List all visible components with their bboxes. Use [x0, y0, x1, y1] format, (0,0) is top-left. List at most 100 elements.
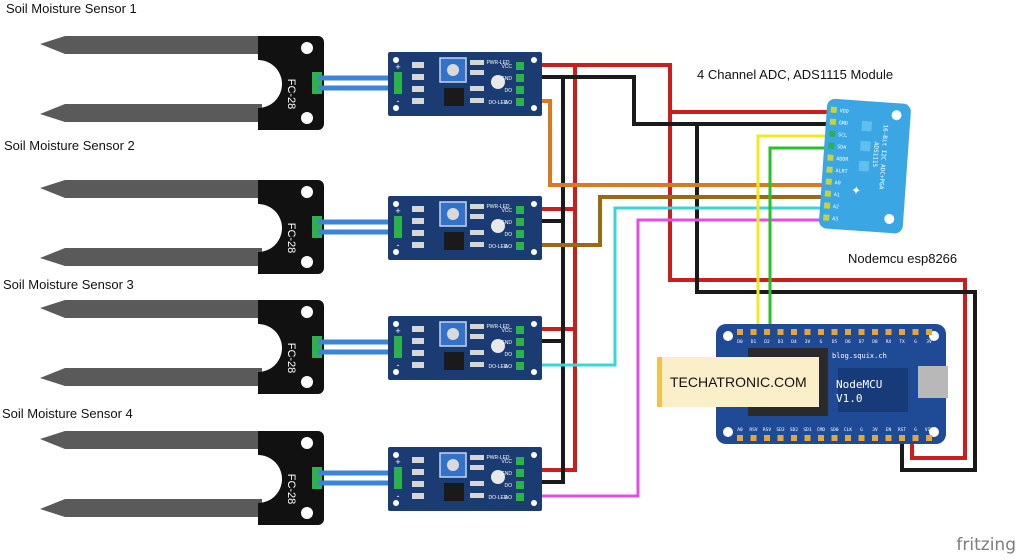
- probe-hole: [301, 437, 313, 449]
- watermark: TECHATRONIC.COM: [657, 357, 819, 407]
- module-pin-label: AO: [505, 495, 512, 501]
- smd-part: [412, 469, 424, 475]
- smd-part: [470, 481, 484, 486]
- do-led-label: DO-LED: [489, 244, 508, 250]
- smd-part: [470, 70, 484, 75]
- probe-connector: [312, 216, 322, 238]
- smd-part: [412, 362, 424, 368]
- mcu-top-pin: [872, 329, 878, 335]
- module-pin-label: AO: [505, 244, 512, 250]
- smd-part: [470, 204, 484, 209]
- mcu-bottom-pin-label: RST: [898, 427, 906, 433]
- adc-pin-label: A3: [832, 216, 838, 222]
- probe-prong-upper: [40, 180, 262, 198]
- sensor-1-label: Soil Moisture Sensor 1: [6, 1, 137, 16]
- usb-connector: [918, 366, 948, 398]
- mcu-bottom-pin-label: A0: [737, 427, 743, 433]
- smd-part: [412, 62, 424, 68]
- module-pin-label: VCC: [501, 328, 512, 334]
- mcu-bottom-pin: [804, 435, 811, 441]
- adc-component: [861, 120, 873, 132]
- probe-label: FC-28: [285, 79, 297, 110]
- mcu-top-pin-label: D0: [737, 339, 743, 345]
- ic-chip: [444, 88, 464, 106]
- module-pin: [516, 74, 524, 82]
- adc-board-text: 16-Bit I2C ADC+PGA: [877, 124, 889, 190]
- module-pin: [516, 457, 524, 465]
- module-input-connector: [394, 72, 402, 94]
- power-led-label: PWR-LED: [486, 455, 509, 461]
- adc-pin: [824, 190, 832, 197]
- module-pin-label: DO: [505, 232, 513, 238]
- adc-component: [859, 140, 871, 152]
- adc-pin-label: ADDR: [836, 156, 849, 163]
- smd-part: [470, 230, 484, 235]
- mcu-top-pin-label: 3V: [805, 339, 811, 345]
- mcu-top-pin: [777, 329, 784, 335]
- module-pin-label: GND: [501, 471, 513, 477]
- smd-part: [470, 98, 484, 103]
- mcu-bottom-pin: [872, 435, 878, 441]
- do-led-label: DO-LED: [489, 364, 508, 370]
- sda-wire: [768, 146, 833, 335]
- module-pin-label: AO: [505, 364, 512, 370]
- mount-hole: [393, 105, 399, 111]
- module-pin: [516, 218, 524, 226]
- adc-pin: [825, 178, 832, 185]
- module-pin-label: DO: [505, 483, 513, 489]
- watermark-text: TECHATRONIC.COM: [670, 374, 807, 390]
- probe-prong-upper: [40, 300, 262, 318]
- module-pin: [516, 326, 524, 334]
- module-pin: [516, 469, 524, 477]
- mount-hole: [393, 452, 399, 458]
- mcu-top-pin: [818, 329, 824, 335]
- mcu-top-pin: [764, 329, 770, 335]
- adc-module: ✦16-Bit I2C ADC+PGAADS1115VDDGNDSCLSDAAD…: [819, 98, 911, 234]
- probe-prong-upper: [40, 431, 262, 449]
- adc-pin: [827, 154, 834, 161]
- smd-part: [412, 481, 424, 487]
- mcu-bottom-pin-label: RSV: [763, 427, 771, 433]
- probe-hole: [301, 306, 313, 318]
- module-pin-label: VCC: [501, 64, 512, 70]
- sensors-layer: FC-28+-PWR-LEDDO-LEDVCCGNDDOAOFC-28+-PWR…: [40, 36, 542, 525]
- mount-hole: [531, 57, 537, 63]
- probe-hole: [301, 42, 313, 54]
- mcu-bottom-pin: [818, 435, 824, 441]
- mcu-top-pin-label: D3: [778, 339, 784, 345]
- mcu-bottom-pin: [845, 435, 851, 441]
- do-led-label: DO-LED: [489, 100, 508, 106]
- mcu-bottom-pin: [831, 435, 838, 441]
- module-pin: [516, 242, 524, 250]
- mount-hole: [393, 369, 399, 375]
- mcu-bottom-pin-label: CMD: [817, 427, 825, 433]
- smd-part: [412, 242, 424, 248]
- mount-hole: [531, 321, 537, 327]
- module-pin: [516, 362, 524, 370]
- probe-hole: [301, 112, 313, 124]
- sensor-3-label: Soil Moisture Sensor 3: [3, 277, 134, 292]
- mcu-bottom-pin: [764, 435, 770, 441]
- smd-part: [412, 86, 424, 92]
- mcu-bottom-pin: [858, 435, 865, 441]
- a1-wire: [520, 195, 833, 247]
- led: [491, 470, 505, 484]
- adc-component: [858, 160, 870, 172]
- mount-hole: [531, 500, 537, 506]
- vcc-mcu-wire: [668, 112, 967, 460]
- probe-head: [258, 36, 324, 130]
- smd-part: [470, 455, 484, 460]
- pot-knob: [447, 459, 459, 471]
- mcu-bottom-pin-label: SD0: [830, 427, 838, 433]
- mcu-bottom-pin: [912, 435, 919, 441]
- mcu-bottom-pin-label: SD2: [790, 427, 798, 433]
- probe-head: [258, 180, 324, 274]
- adc-pin-label: A0: [834, 180, 840, 186]
- mount-hole: [531, 249, 537, 255]
- mcu-top-pin-label: G: [820, 339, 823, 345]
- module-pin: [516, 98, 524, 106]
